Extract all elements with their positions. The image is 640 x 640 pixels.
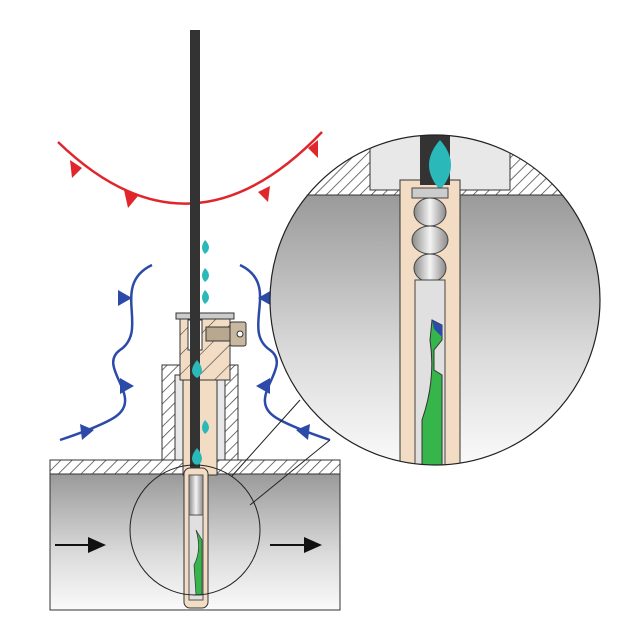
rod xyxy=(190,30,200,470)
probe xyxy=(183,467,209,609)
flow-arrow-left-icon xyxy=(55,537,106,553)
connector-line xyxy=(249,439,331,506)
detail-focus-circle xyxy=(129,464,261,596)
detail-view xyxy=(269,134,601,466)
connector-line xyxy=(231,399,301,477)
set-screw xyxy=(205,321,247,347)
droplets xyxy=(192,240,209,466)
warm-front-right xyxy=(239,263,331,442)
flow-arrow-right-icon xyxy=(270,537,322,553)
warm-front-left xyxy=(59,263,153,442)
